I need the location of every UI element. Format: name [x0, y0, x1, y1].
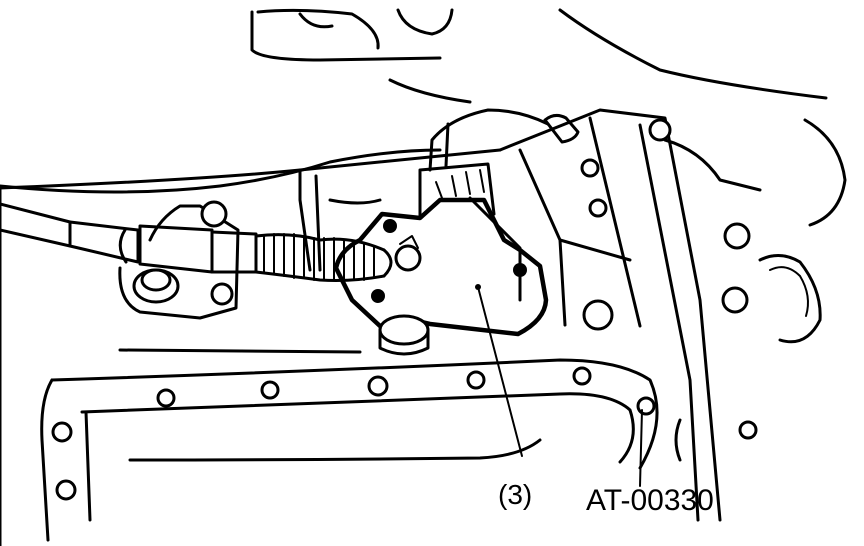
mount-bracket	[118, 200, 240, 320]
right-bracket	[498, 108, 847, 522]
callout-label-3: (3)	[498, 479, 532, 510]
inhibitor-switch	[333, 108, 550, 356]
leader-lines	[477, 286, 643, 487]
figure-code: AT-00330	[586, 484, 714, 517]
oil-pan	[40, 358, 682, 542]
upper-casting	[0, 8, 828, 194]
shift-cable	[0, 202, 393, 282]
housing	[0, 148, 632, 546]
